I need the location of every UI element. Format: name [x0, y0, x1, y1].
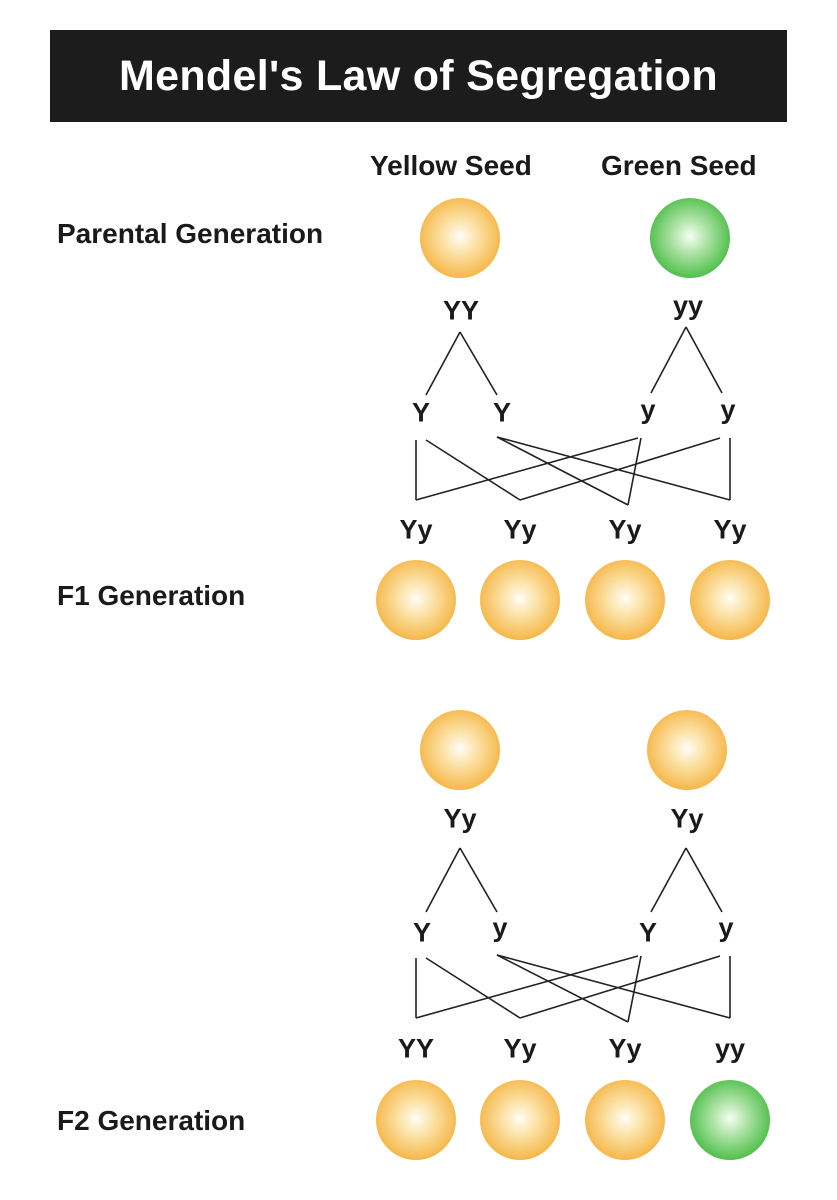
f1-seed [376, 560, 456, 640]
f1-gamete: Y [638, 917, 658, 948]
f1-cross-seed-right [647, 710, 727, 790]
parental-gamete: y [720, 394, 736, 425]
f2-genotype: yy [714, 1033, 746, 1064]
f1-seed [585, 560, 665, 640]
parent-green-seed [650, 198, 730, 278]
f1-cross-seed-left [420, 710, 500, 790]
parental-gamete: Y [492, 397, 512, 428]
page-title: Mendel's Law of Segregation [119, 51, 718, 100]
f1-seed [480, 560, 560, 640]
parent-yellow-seed [420, 198, 500, 278]
label-parental-generation: Parental Generation [57, 218, 324, 249]
f1-seed [690, 560, 770, 640]
f2-genotype: Yy [503, 1033, 537, 1064]
f2-seed-yellow [585, 1080, 665, 1160]
f2-genotype: YY [397, 1033, 435, 1064]
f1-gamete: y [718, 912, 734, 943]
title-banner: Mendel's Law of Segregation [50, 30, 787, 122]
label-f2-generation: F2 Generation [57, 1105, 246, 1136]
f1-gamete: Y [412, 917, 432, 948]
column-header-green-seed: Green Seed [601, 150, 757, 181]
f2-seed-yellow [480, 1080, 560, 1160]
f1-cross-left-genotype: Yy [443, 803, 477, 834]
f1-cross-right-genotype: Yy [670, 803, 704, 834]
parental-gamete: y [640, 394, 656, 425]
column-header-yellow-seed: Yellow Seed [370, 150, 532, 181]
f2-genotype: Yy [608, 1033, 642, 1064]
f1-genotype: Yy [503, 514, 537, 545]
f1-genotype: Yy [713, 514, 747, 545]
f2-seed-yellow [376, 1080, 456, 1160]
parental-gamete: Y [411, 397, 431, 428]
f2-seed-green [690, 1080, 770, 1160]
parent-right-genotype: yy [672, 290, 704, 321]
f1-genotype: Yy [608, 514, 642, 545]
label-f1-generation: F1 Generation [57, 580, 246, 611]
f1-gamete: y [492, 912, 508, 943]
parent-left-genotype: YY [442, 295, 480, 326]
f1-genotype: Yy [399, 514, 433, 545]
